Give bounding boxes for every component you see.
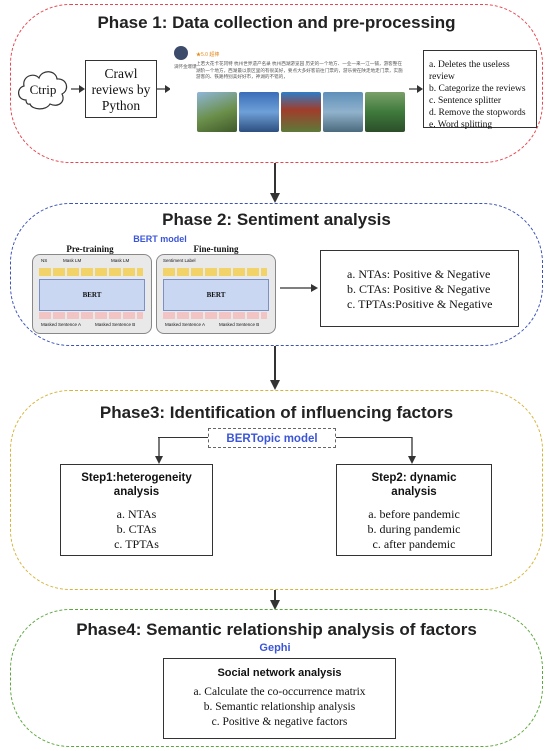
step2-item: a. before pandemic (368, 507, 460, 521)
phase4-container: Phase4: Semantic relationship analysis o… (10, 609, 543, 747)
arrow-to-step1 (155, 437, 163, 464)
pretraining-bert-label: BERT (82, 291, 102, 299)
sentiment-result: a. NTAs: Positive & Negative (347, 267, 491, 281)
arrow-cloud-to-crawl (71, 85, 85, 93)
step2-item: b. during pandemic (367, 522, 461, 536)
star-icon: ★ (196, 52, 202, 58)
pretraining-sentence-a: Masked Sentence A (41, 322, 82, 327)
review-screenshot: 满怀金爆爆 ★5.0 超棒 上若大花卡花冈特 杭州世界遗产名录 杭州西湖游览园 … (170, 44, 407, 136)
arrow-phase2-to-phase3 (270, 346, 280, 390)
pretraining-label-ns: NS (41, 258, 48, 263)
sna-items: a. Calculate the co-occurrence matrix b.… (164, 685, 395, 730)
step1-items: a. NTAs b. CTAs c. TPTAs (61, 507, 212, 552)
pretraining-label-mlm1: Mask LM (63, 258, 82, 263)
pretraining-sentence-b: Masked Sentence B (95, 322, 136, 327)
step1-item: b. CTAs (116, 522, 157, 536)
preprocess-steps-box: a. Deletes the useless review b. Categor… (423, 50, 537, 130)
step1-title: Step1:heterogeneity analysis (81, 472, 192, 498)
step2-title: Step2: dynamic analysis (371, 472, 457, 498)
sentiment-result: c. TPTAs:Positive & Negative (347, 297, 493, 311)
preprocess-step: d. Remove the stopwords (429, 108, 526, 118)
arrow-bert-to-results (280, 284, 318, 292)
phase1-container: Phase 1: Data collection and pre-process… (10, 4, 543, 163)
review-text: 上若大花卡花冈特 杭州世界遗产名录 杭州西湖游览园 历史的一个地方、一业一来一江… (196, 61, 403, 79)
source-label: Ctrip (29, 82, 57, 97)
rating-badge: ★5.0 超棒 (196, 51, 219, 58)
finetuning-top-tokens (163, 268, 267, 276)
phase4-title: Phase4: Semantic relationship analysis o… (76, 620, 477, 639)
finetuning-bottom-tokens (163, 312, 267, 319)
sna-item: b. Semantic relationship analysis (203, 701, 356, 713)
preprocess-step: e. Word splitting (429, 120, 493, 130)
preprocess-step: b. Categorize the reviews (429, 84, 526, 94)
pretraining-label-mlm2: Mask LM (111, 258, 130, 263)
review-user: 满怀金爆爆 (174, 64, 197, 69)
pretraining-top-tokens (39, 268, 143, 276)
sna-title: Social network analysis (217, 667, 342, 679)
cloud-icon (18, 71, 68, 110)
arrow-crawl-to-review (157, 85, 171, 93)
review-photo-1 (197, 92, 237, 132)
phase1-title: Phase 1: Data collection and pre-process… (97, 13, 456, 32)
arrow-phase1-to-phase2 (270, 163, 280, 203)
connector-right-horizontal (336, 437, 412, 439)
finetuning-sentence-a: Masked Sentence A (165, 322, 206, 327)
bertopic-model-box: BERTopic model (208, 428, 336, 448)
sna-item: c. Positive & negative factors (211, 716, 348, 728)
step1-item: c. TPTAs (114, 537, 159, 551)
bertopic-model-label: BERTopic model (226, 433, 318, 445)
phase3-container: Phase3: Identification of influencing fa… (10, 390, 543, 590)
phase3-title: Phase3: Identification of influencing fa… (99, 403, 454, 422)
sna-item: a. Calculate the co-occurrence matrix (193, 686, 366, 698)
crawl-label: Crawl reviews by Python (91, 66, 151, 113)
finetuning-sentence-b: Masked Sentence B (219, 322, 260, 327)
sentiment-results-box: a. NTAs: Positive & Negative b. CTAs: Po… (320, 250, 519, 327)
review-photo-2 (239, 92, 279, 132)
pretraining-title: Pre-training (66, 244, 114, 254)
phase2-container: Phase 2: Sentiment analysis (10, 203, 543, 346)
connector-left-horizontal (158, 437, 208, 439)
finetuning-panel: Sentiment Label BERT Masked Sentence A M… (156, 254, 276, 334)
gephi-label: Gephi (259, 642, 291, 654)
sna-box: Social network analysis a. Calculate the… (163, 658, 396, 739)
step1-box: Step1:heterogeneity analysis a. NTAs b. … (60, 464, 213, 556)
review-photo-3 (281, 92, 321, 132)
sentiment-result: b. CTAs: Positive & Negative (347, 282, 491, 296)
arrow-phase3-to-phase4 (270, 590, 280, 610)
step2-items: a. before pandemic b. during pandemic c.… (337, 507, 491, 552)
step2-item: c. after pandemic (372, 537, 456, 551)
bert-model-label: BERT model (133, 234, 187, 244)
review-photo-5 (365, 92, 405, 132)
review-photo-4 (323, 92, 363, 132)
pretraining-bert-block: BERT (39, 279, 145, 311)
pretraining-panel: NS Mask LM Mask LM BERT Masked Sentence … (32, 254, 152, 334)
finetuning-bert-label: BERT (206, 291, 226, 299)
arrow-review-to-steps (409, 85, 423, 93)
rating-text: 5.0 超棒 (201, 52, 220, 58)
preprocess-step: a. Deletes the useless review (429, 60, 510, 82)
avatar (174, 46, 188, 60)
crawl-box: Crawl reviews by Python (85, 60, 157, 118)
phase2-title: Phase 2: Sentiment analysis (162, 210, 391, 229)
preprocess-step: c. Sentence splitter (429, 96, 502, 106)
pretraining-bottom-tokens (39, 312, 143, 319)
step2-box: Step2: dynamic analysis a. before pandem… (336, 464, 492, 556)
arrow-to-step2 (408, 437, 416, 464)
finetuning-title: Fine-tuning (193, 244, 239, 254)
finetuning-label-sentiment: Sentiment Label (163, 258, 196, 263)
step1-item: a. NTAs (116, 507, 157, 521)
finetuning-bert-block: BERT (163, 279, 269, 311)
